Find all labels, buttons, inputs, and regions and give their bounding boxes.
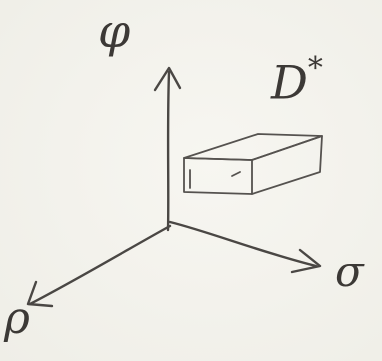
left-axis-line: [28, 224, 172, 306]
box-hidden-edge: [231, 171, 241, 177]
region-label-superscript: *: [307, 51, 323, 86]
vertical-axis-arrowhead: [153, 66, 182, 92]
box-top-face: [183, 133, 323, 161]
region-label-letter: D: [271, 55, 308, 110]
left-axis-label: ρ: [4, 293, 30, 344]
left-axis-arrowhead: [26, 280, 54, 308]
box-front-face: [183, 157, 253, 195]
region-box: [183, 133, 323, 195]
vertical-axis-line: [166, 70, 171, 232]
box-side-face: [251, 135, 323, 195]
right-axis-arrowhead: [290, 248, 322, 274]
right-axis-line: [168, 220, 318, 268]
right-axis-label: σ: [335, 247, 364, 296]
region-label: D*: [271, 54, 323, 106]
vertical-axis-label: φ: [98, 4, 131, 58]
